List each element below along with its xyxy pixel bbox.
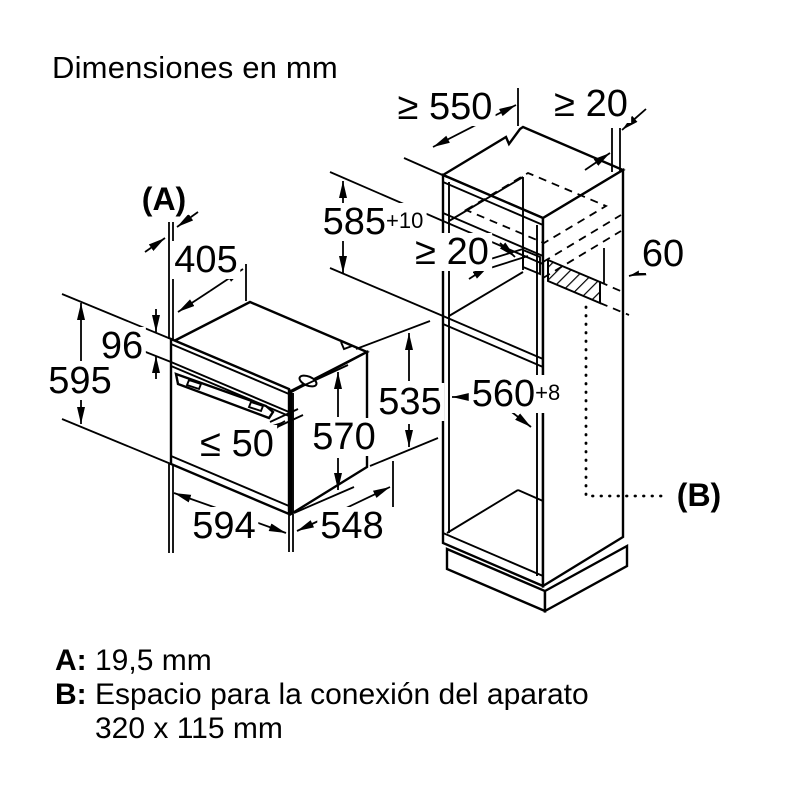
- legend-row-a: A: 19,5 mm: [55, 644, 589, 678]
- dim-585-value: 585: [322, 201, 387, 243]
- dim-label-A: (A): [138, 183, 190, 215]
- cabinet-drawing: [440, 125, 670, 614]
- dim-label-560: 560+8: [468, 373, 564, 415]
- legend-value-b: Espacio para la conexión del aparato: [95, 678, 589, 711]
- dim-label-le50: ≤ 50: [197, 425, 277, 463]
- page-title: Dimensiones en mm: [52, 50, 338, 85]
- dim-label-96: 96: [97, 327, 147, 365]
- legend: A: 19,5 mm B: Espacio para la conexión d…: [55, 644, 589, 746]
- dim-label-405: 405: [171, 241, 241, 279]
- legend-key-b: B:: [55, 678, 87, 711]
- dim-560-tolerance: +8: [535, 380, 561, 405]
- dim-560-value: 560: [471, 373, 536, 415]
- dim-label-595: 595: [45, 362, 115, 400]
- dim-label-60: 60: [638, 235, 688, 273]
- dim-label-548: 548: [317, 507, 387, 545]
- legend-key-a: A:: [55, 644, 87, 677]
- dim-label-535: 535: [375, 383, 445, 421]
- dim-label-ge20-top: ≥ 20: [551, 85, 631, 123]
- dim-label-B: (B): [673, 479, 725, 511]
- dim-label-594: 594: [189, 507, 259, 545]
- legend-value-b2: 320 x 115 mm: [95, 712, 283, 745]
- dim-label-585: 585+10: [319, 201, 427, 243]
- dim-label-ge550: ≥ 550: [394, 88, 496, 126]
- legend-value-a: 19,5 mm: [95, 644, 212, 677]
- dim-label-570: 570: [309, 418, 379, 456]
- door-handle: [174, 372, 275, 420]
- dim-585-tolerance: +10: [386, 208, 424, 233]
- dim-label-ge20-mid: ≥ 20: [412, 233, 492, 271]
- legend-row-b: B: Espacio para la conexión del aparato: [55, 678, 589, 712]
